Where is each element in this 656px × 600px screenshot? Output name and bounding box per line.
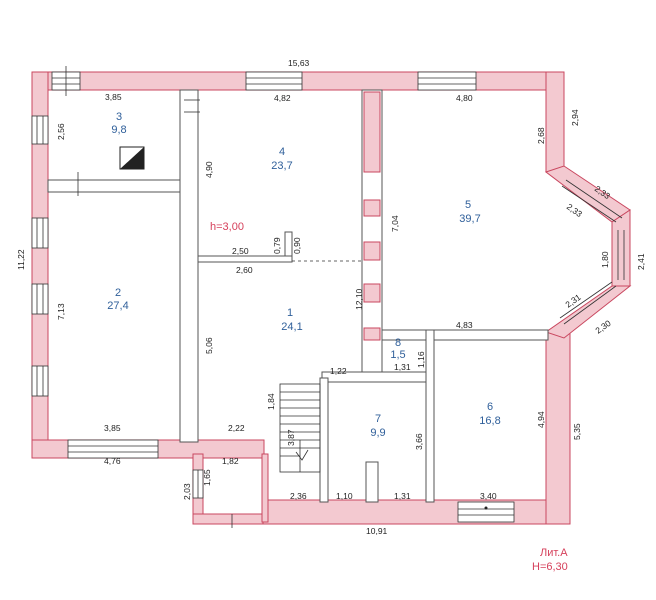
dim-room2-side: 7,13 <box>56 303 66 320</box>
room-3-area: 9,8 <box>111 124 126 136</box>
dim-room1-top-a: 2,50 <box>232 246 249 256</box>
dim-stair-bottom: 2,36 <box>290 491 307 501</box>
dim-wall-079: 0,79 <box>272 237 282 254</box>
dim-porch-height: 1,65 <box>202 469 212 486</box>
dim-overall-top: 15,63 <box>288 58 310 68</box>
room-labels: 3 9,8 4 23,7 5 39,7 2 27,4 1 24,1 8 1,5 … <box>107 111 500 439</box>
wall-window-ticks <box>65 66 233 528</box>
dim-room8-bottom: 1,31 <box>394 362 411 372</box>
dim-room4-side: 4,90 <box>204 161 214 178</box>
room-1-area: 24,1 <box>281 321 302 333</box>
dim-bay-outer: 2,41 <box>636 253 646 270</box>
dim-stair-width: 2,22 <box>228 423 245 433</box>
stamp-line-2: Н=6,30 <box>532 561 568 573</box>
dim-room2-bottom: 3,85 <box>104 423 121 433</box>
pink-column-segments <box>363 91 381 341</box>
dim-room5-right: 2,68 <box>536 127 546 144</box>
dim-room4-top: 4,82 <box>274 93 291 103</box>
dimension-labels: 15,63 3,85 4,82 4,80 2,50 2,60 4,83 1,22… <box>16 58 646 536</box>
dim-stair-c: 3,87 <box>286 429 296 446</box>
room-8-number: 8 <box>395 337 401 349</box>
dim-room1-side: 5,06 <box>204 337 214 354</box>
dim-porch-width: 1,82 <box>222 456 239 466</box>
dim-overall-bottom: 10,91 <box>366 526 388 536</box>
dim-room6-side: 4,94 <box>536 411 546 428</box>
building-stamp: Лит.А Н=6,30 <box>532 547 568 573</box>
dim-room7-side: 3,66 <box>414 433 424 450</box>
room-5-number: 5 <box>465 199 471 211</box>
dim-room3-top: 3,85 <box>105 92 122 102</box>
room-1-number: 1 <box>287 307 293 319</box>
dim-wall-090: 0,90 <box>292 237 302 254</box>
dim-bay-d: 2,30 <box>593 318 613 336</box>
room-8-area: 1,5 <box>390 349 405 361</box>
stamp-line-1: Лит.А <box>540 547 568 559</box>
staircase <box>279 383 321 473</box>
dim-room5-top: 4,80 <box>456 93 473 103</box>
dim-bay-mid: 1,80 <box>600 251 610 268</box>
dim-room3-side: 2,56 <box>56 123 66 140</box>
dim-overall-left: 11,22 <box>16 249 26 270</box>
dim-porch-outer: 2,03 <box>182 483 192 500</box>
dim-room5-bottom: 4,83 <box>456 320 473 330</box>
dim-bay-c: 2,31 <box>563 292 583 310</box>
dim-room7-bottom-a: 1,10 <box>336 491 353 501</box>
dim-room7-bottom-b: 1,31 <box>394 491 411 501</box>
room-5-area: 39,7 <box>459 213 480 225</box>
door-marker <box>484 506 488 510</box>
dim-stair-a: 1,22 <box>330 366 347 376</box>
windows <box>31 71 625 523</box>
dim-room5-side: 7,04 <box>390 215 400 232</box>
room-4-number: 4 <box>279 146 285 158</box>
room-6-area: 16,8 <box>479 415 500 427</box>
dim-room6-outer: 5,35 <box>572 423 582 440</box>
boiler-icon <box>119 146 145 170</box>
dim-room2-outer-bottom: 4,76 <box>104 456 121 466</box>
dim-room5-outer: 2,94 <box>570 109 580 126</box>
room-7-area: 9,9 <box>370 427 385 439</box>
room-2-area: 27,4 <box>107 300 128 312</box>
dim-bay-b: 2,33 <box>565 201 585 219</box>
dim-stair-b: 1,84 <box>266 393 276 410</box>
ceiling-height-note: h=3,00 <box>210 221 244 233</box>
dim-room8-side: 1,16 <box>416 351 426 368</box>
room-2-number: 2 <box>115 287 121 299</box>
dim-room1-top-b: 2,60 <box>236 265 253 275</box>
room-6-number: 6 <box>487 401 493 413</box>
room-4-area: 23,7 <box>271 160 292 172</box>
dim-overall-inner: 12,10 <box>354 288 364 310</box>
room-3-number: 3 <box>116 111 122 123</box>
dim-room6-bottom: 3,40 <box>480 491 497 501</box>
bay-window <box>544 165 632 339</box>
room-7-number: 7 <box>375 413 381 425</box>
